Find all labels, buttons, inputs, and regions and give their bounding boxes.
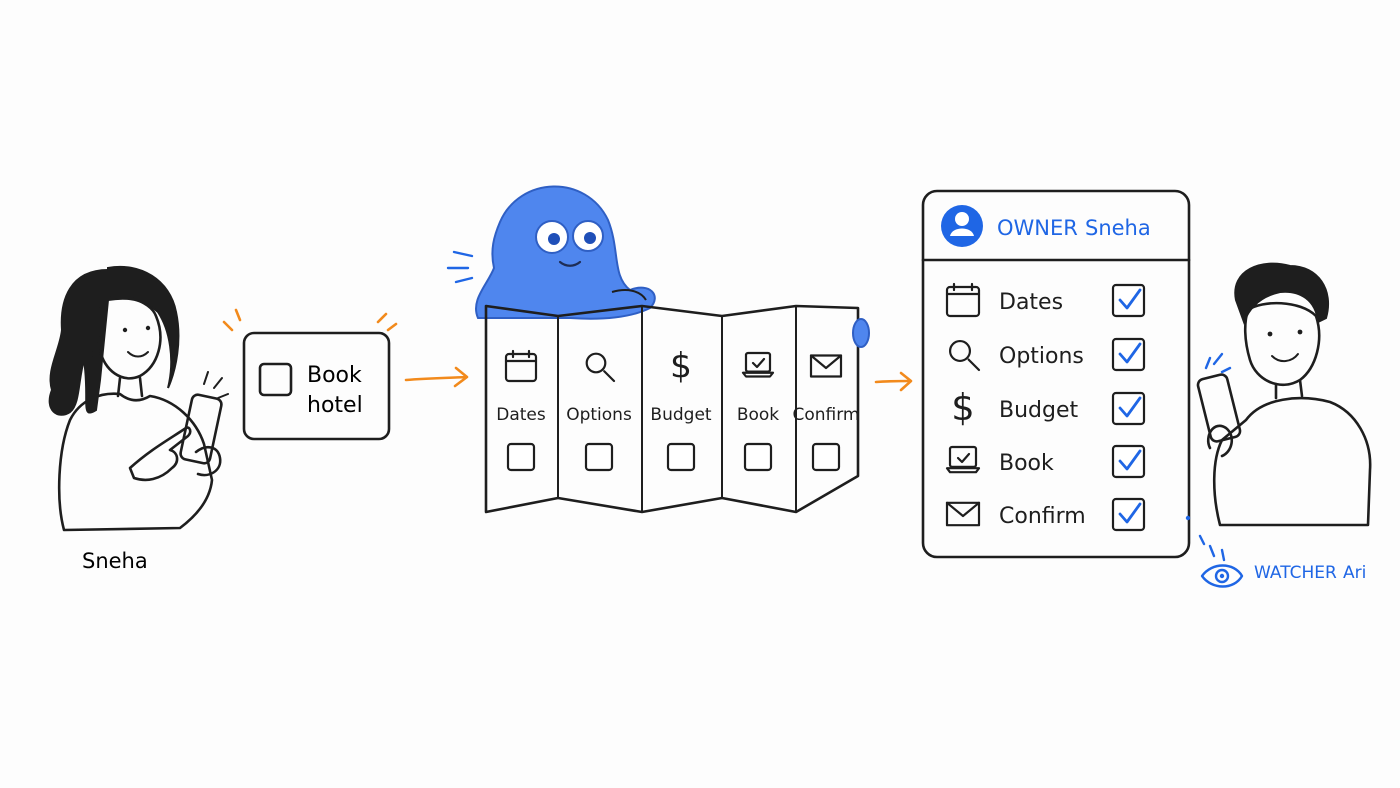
envelope-icon: [945, 501, 981, 527]
status-item-label: Dates: [999, 290, 1063, 315]
magnifier-icon: [948, 339, 981, 372]
magnifier-icon: [585, 352, 616, 383]
eye-icon: [1200, 564, 1244, 588]
plan-step-label: Budget: [650, 405, 711, 425]
mascot-illustration: [446, 185, 656, 320]
flow-arrow: [404, 366, 469, 388]
spark-marks: [222, 308, 398, 332]
status-item-checkbox[interactable]: [1111, 391, 1146, 426]
laptop-check-icon: [945, 445, 981, 474]
task-card[interactable]: Book hotel: [242, 331, 391, 441]
plan-step: Options: [566, 352, 632, 472]
plan-step-label: Confirm: [792, 405, 859, 425]
plan-step-checkbox[interactable]: [666, 442, 696, 472]
plan-map: [484, 304, 870, 514]
status-item-label: Book: [999, 451, 1054, 476]
watch-indicator: [1185, 515, 1226, 562]
owner-avatar-icon: [941, 205, 983, 247]
status-item: Book: [945, 444, 1146, 479]
plan-step-label: Dates: [496, 405, 546, 425]
plan-step: Confirm: [792, 354, 860, 472]
envelope-icon: [809, 354, 843, 378]
task-checkbox[interactable]: [258, 362, 293, 397]
task-label-line1: Book: [307, 363, 362, 388]
plan-step-label: Options: [566, 405, 632, 425]
check-mark-icon: [1118, 288, 1142, 310]
flow-arrow: [874, 371, 913, 392]
plan-step-checkbox[interactable]: [506, 442, 536, 472]
owner-person-name: Sneha: [82, 549, 148, 573]
plan-step-checkbox[interactable]: [743, 442, 773, 472]
plan-step-checkbox[interactable]: [584, 442, 614, 472]
status-item-label: Options: [999, 344, 1084, 369]
dollar-icon: $: [670, 346, 692, 386]
check-mark-icon: [1118, 502, 1142, 524]
ari-illustration: [1196, 262, 1372, 527]
plan-step: Book: [737, 351, 779, 472]
dollar-icon: $: [951, 386, 974, 429]
status-item: Options: [948, 337, 1146, 372]
plan-step-label: Book: [737, 405, 779, 425]
status-item-label: Budget: [999, 398, 1079, 423]
owner-name-label: Sneha: [1085, 216, 1151, 240]
plan-step-checkbox[interactable]: [811, 442, 841, 472]
status-item-checkbox[interactable]: [1111, 444, 1146, 479]
calendar-icon: [945, 282, 981, 318]
plan-step: $ Budget: [650, 346, 712, 472]
status-item-checkbox[interactable]: [1111, 337, 1146, 372]
plan-steps: Dates Options $ Budget Book Confirm: [496, 346, 860, 472]
status-item-checkbox[interactable]: [1111, 497, 1146, 532]
owner-role-label: OWNER: [997, 216, 1078, 240]
watcher-name-label: Ari: [1343, 563, 1366, 583]
status-item-checkbox[interactable]: [1111, 283, 1146, 318]
svg-text:$: $: [670, 346, 692, 386]
laptop-check-icon: [741, 351, 775, 378]
status-item-label: Confirm: [999, 504, 1086, 529]
watcher-role-label: WATCHER: [1254, 563, 1337, 583]
calendar-icon: [504, 349, 538, 383]
status-item: Confirm: [945, 497, 1146, 532]
check-mark-icon: [1118, 449, 1142, 471]
check-mark-icon: [1118, 396, 1142, 418]
status-item: Dates: [945, 282, 1146, 318]
status-panel: OWNER Sneha: [921, 189, 1191, 559]
check-mark-icon: [1118, 342, 1142, 364]
plan-step: Dates: [496, 349, 546, 472]
sneha-illustration: [48, 265, 229, 532]
status-item: $ Budget: [951, 386, 1146, 429]
svg-text:$: $: [951, 386, 974, 429]
task-label-line2: hotel: [307, 393, 363, 418]
